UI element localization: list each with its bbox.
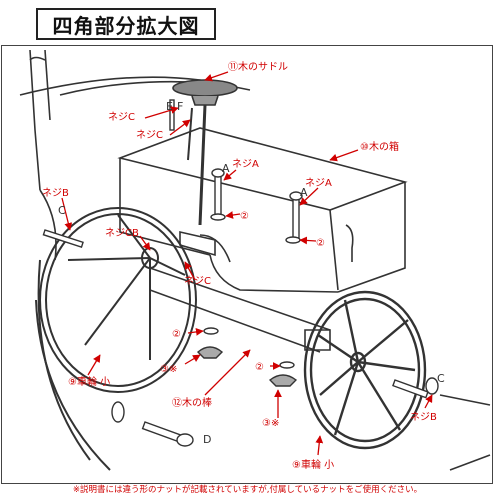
- part-letter-d: D: [203, 433, 211, 446]
- part-letter-a2: A: [300, 186, 308, 199]
- diagram-title: 四角部分拡大図: [36, 8, 216, 40]
- wooden-box: [117, 127, 408, 293]
- part-letter-f: F: [177, 100, 183, 113]
- label-washer-2d: ②: [255, 362, 264, 373]
- label-box: ⑩木の箱: [360, 140, 399, 153]
- label-washer-2b: ②: [316, 238, 325, 249]
- right-frame: [439, 394, 491, 471]
- bolts: [42, 99, 439, 447]
- label-screw-a-left: ネジA: [232, 158, 259, 170]
- label-nut-3-right: ③※: [262, 418, 279, 429]
- part-letter-c-right: C: [437, 372, 445, 385]
- label-screw-a-right: ネジA: [305, 177, 332, 189]
- part-letter-a1: A: [222, 162, 230, 175]
- label-washer-2a: ②: [240, 211, 249, 222]
- pointer-arrows: [61, 71, 433, 456]
- part-letter-e: E: [166, 100, 173, 113]
- label-screw-cb: ネジCB: [105, 227, 139, 239]
- wooden-stick: [149, 230, 331, 353]
- label-saddle: ⑪木のサドル: [228, 61, 288, 73]
- part-labels: ⑪木のサドル ネジC ネジC ⑩木の箱 ネジA ネジA ネジB ② ネジCB ②…: [42, 61, 437, 471]
- label-screw-b-right: ネジB: [410, 411, 437, 423]
- part-letters: C C E F A A D: [58, 100, 445, 446]
- label-nut-3-left: ③※: [160, 364, 177, 375]
- footnote: ※説明書には違う形のナットが記載されていますが,付属しているナットをご使用くださ…: [72, 485, 423, 495]
- right-wheel: [303, 290, 427, 450]
- label-washer-2c: ②: [172, 329, 181, 340]
- label-screw-c-bottom: ネジC: [184, 275, 211, 287]
- label-screw-c-mid: ネジC: [136, 129, 163, 141]
- stroller-frame: [19, 49, 251, 261]
- label-screw-b-left: ネジB: [42, 187, 69, 199]
- label-stick: ⑫木の棒: [172, 396, 212, 409]
- diagram-frame: [1, 45, 493, 484]
- wing-nuts: [196, 346, 298, 387]
- label-screw-c-top: ネジC: [108, 111, 135, 123]
- label-wheel-right: ⑨車輪 小: [292, 458, 334, 471]
- part-letter-c-left: C: [58, 204, 66, 217]
- label-wheel-left: ⑨車輪 小: [68, 375, 110, 388]
- wooden-saddle: [172, 79, 238, 226]
- left-wheel-rear: [35, 259, 111, 471]
